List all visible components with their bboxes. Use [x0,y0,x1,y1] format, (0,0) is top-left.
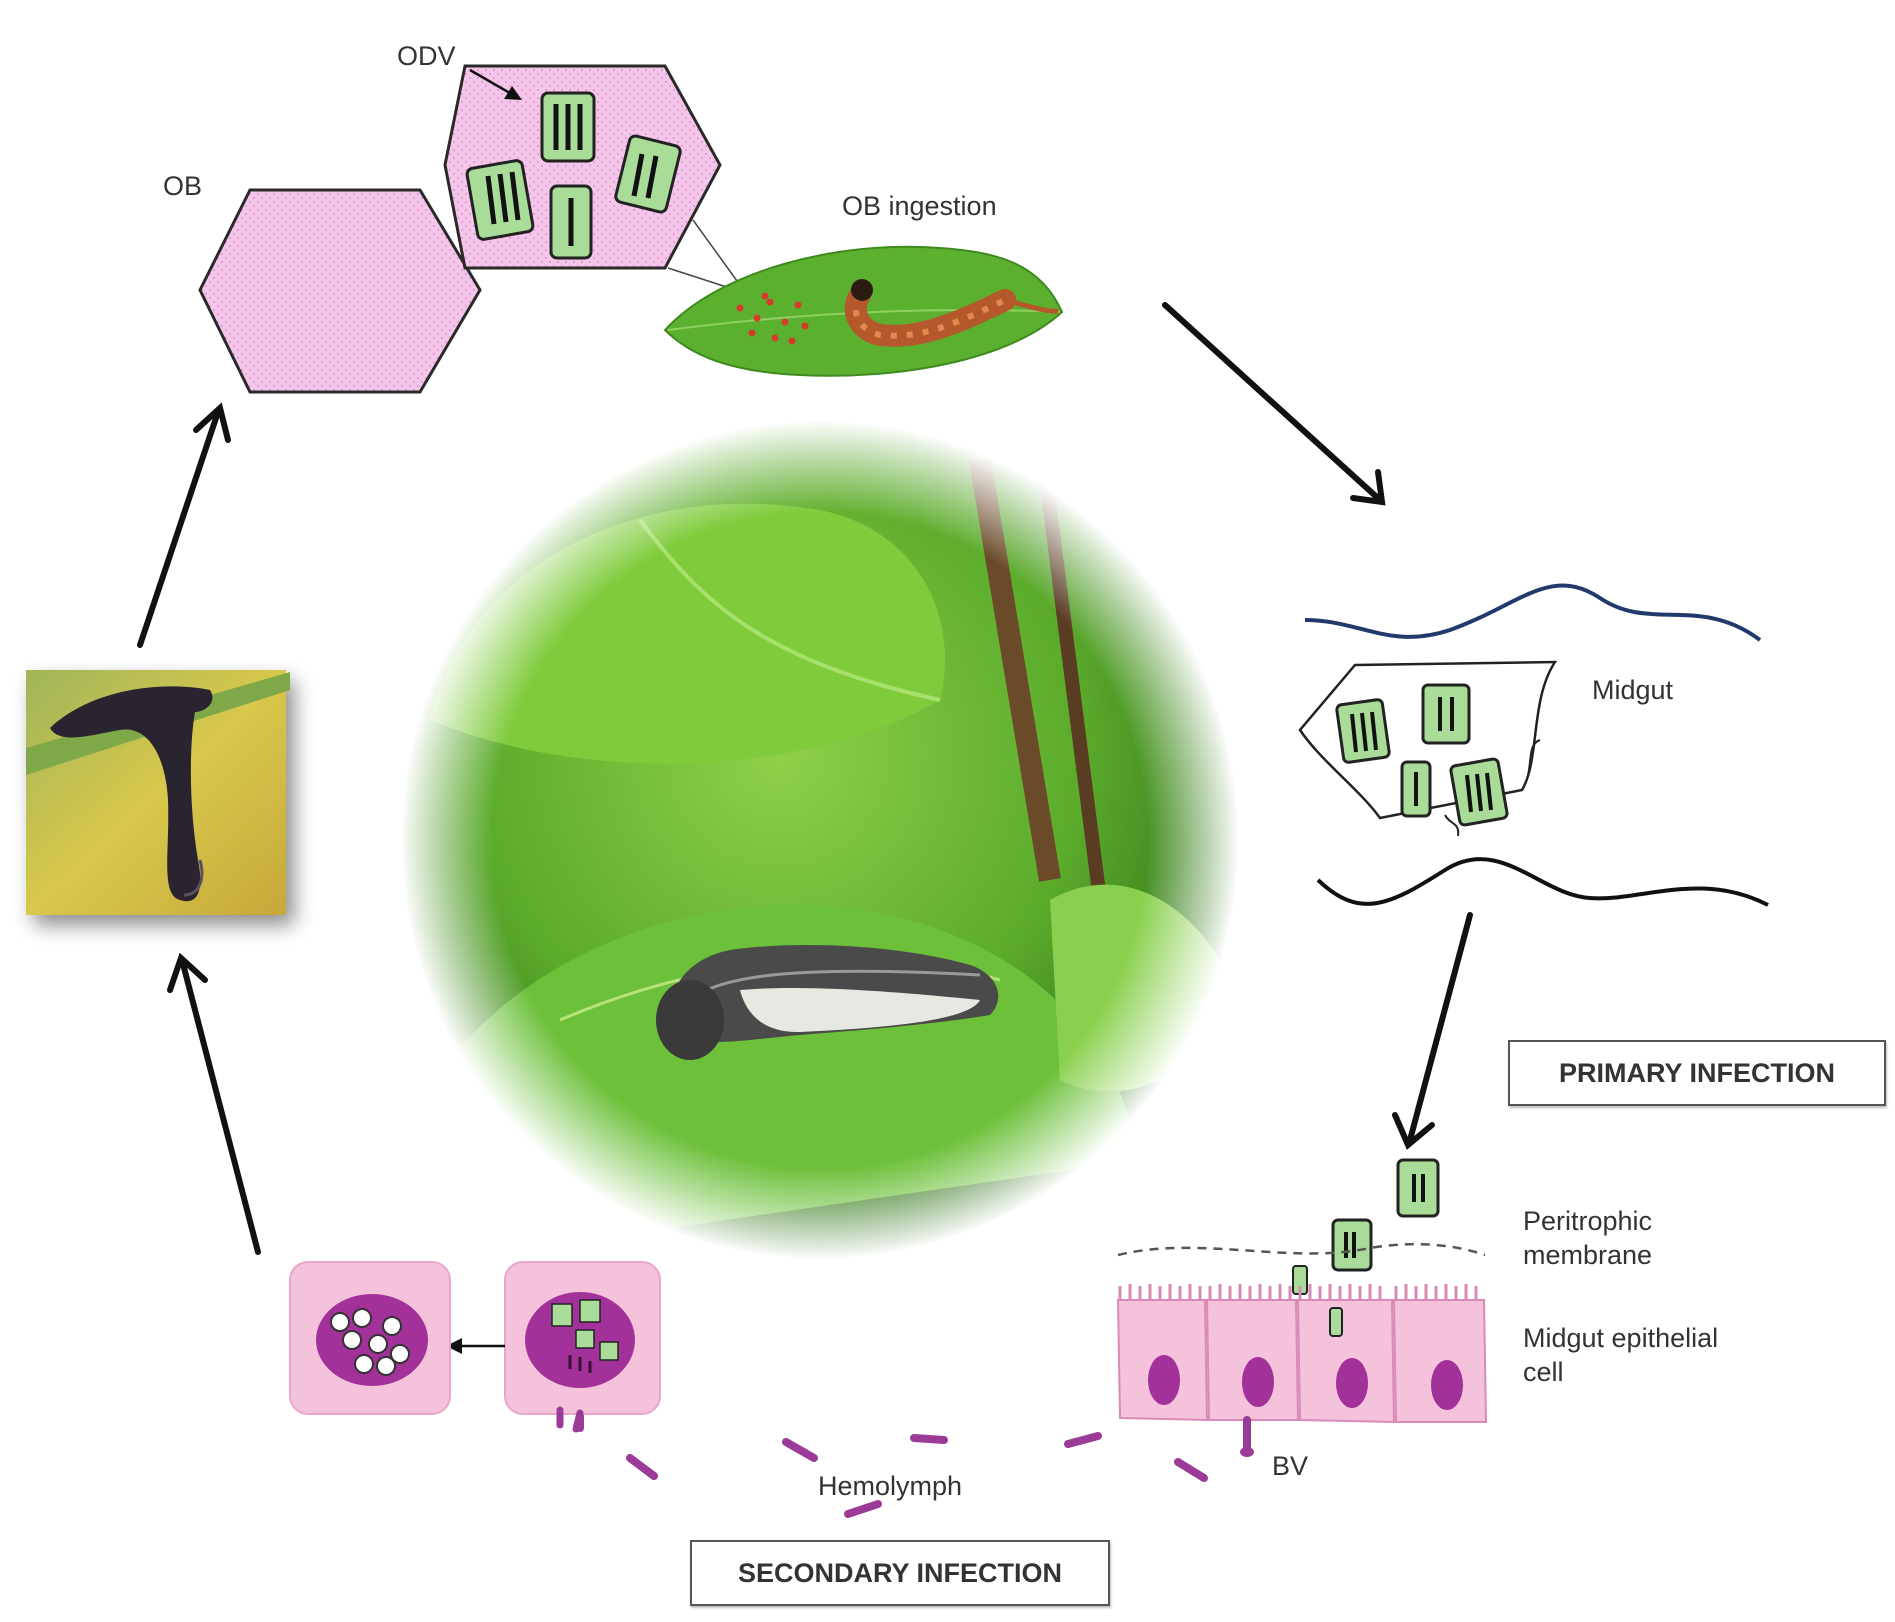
odv-virion [1449,757,1509,827]
odv-virion [549,184,593,260]
primary-infection-box: PRIMARY INFECTION [1508,1040,1886,1106]
arrow-ingestion-to-midgut [1162,302,1386,506]
midgut-epithelial-cell [1392,1284,1488,1423]
odv-virion [1396,1158,1440,1218]
leaf-with-larva-illustration [663,245,1064,377]
midgut-lower-wall [1316,857,1769,907]
bv-label: BV [1272,1451,1309,1481]
midgut-upper-wall [1304,583,1762,642]
infected-cell-early [504,1261,661,1433]
hemolymph-label: Hemolymph [818,1471,963,1501]
arrow-cadaver-to-ob [137,402,231,648]
midgut-epithelial-cell [1205,1284,1300,1421]
ob-ingestion-label: OB ingestion [842,191,997,221]
bv-virions [576,1411,1254,1518]
odv-virion [614,134,682,214]
ob-hexagon [198,188,482,394]
secondary-infection-box: SECONDARY INFECTION [690,1540,1110,1606]
midgut-epithelium [1116,1284,1488,1424]
odv-virion [1421,683,1471,745]
ob-dots-on-leaf [736,292,809,345]
midgut-epithelial-cell [1116,1284,1209,1422]
peritrophic-membrane-line [1117,1242,1486,1257]
central-larva-photo [400,420,1240,1260]
larva-on-leaf [844,279,1059,347]
arrow-infected-cell-to-cadaver [167,952,261,1255]
midgut-epithelial-cell-label: Midgut epithelial cell [1523,1323,1719,1387]
midgut-epithelial-cell [1296,1284,1396,1424]
infected-cell-late [289,1261,451,1415]
cycle-arrows [137,302,1473,1255]
midgut-label: Midgut [1592,675,1674,705]
peritrophic-membrane-label: Peritrophic membrane [1523,1206,1653,1270]
cell-arrow [446,1338,505,1354]
arrow-midgut-to-epithelium [1392,912,1473,1150]
ob-label: OB [163,171,203,201]
ob-with-odv-hexagon [443,64,722,270]
odv-virion [1400,760,1432,818]
odv-pointer-arrow [469,68,522,100]
cadaver-photo-content [26,672,290,902]
odv-virion [1335,698,1391,764]
odv-virion [1331,1218,1373,1272]
odv-virion [540,91,596,163]
odv-virion [465,159,535,241]
odv-label: ODV [397,41,456,71]
dissolving-ob [1298,660,1558,837]
